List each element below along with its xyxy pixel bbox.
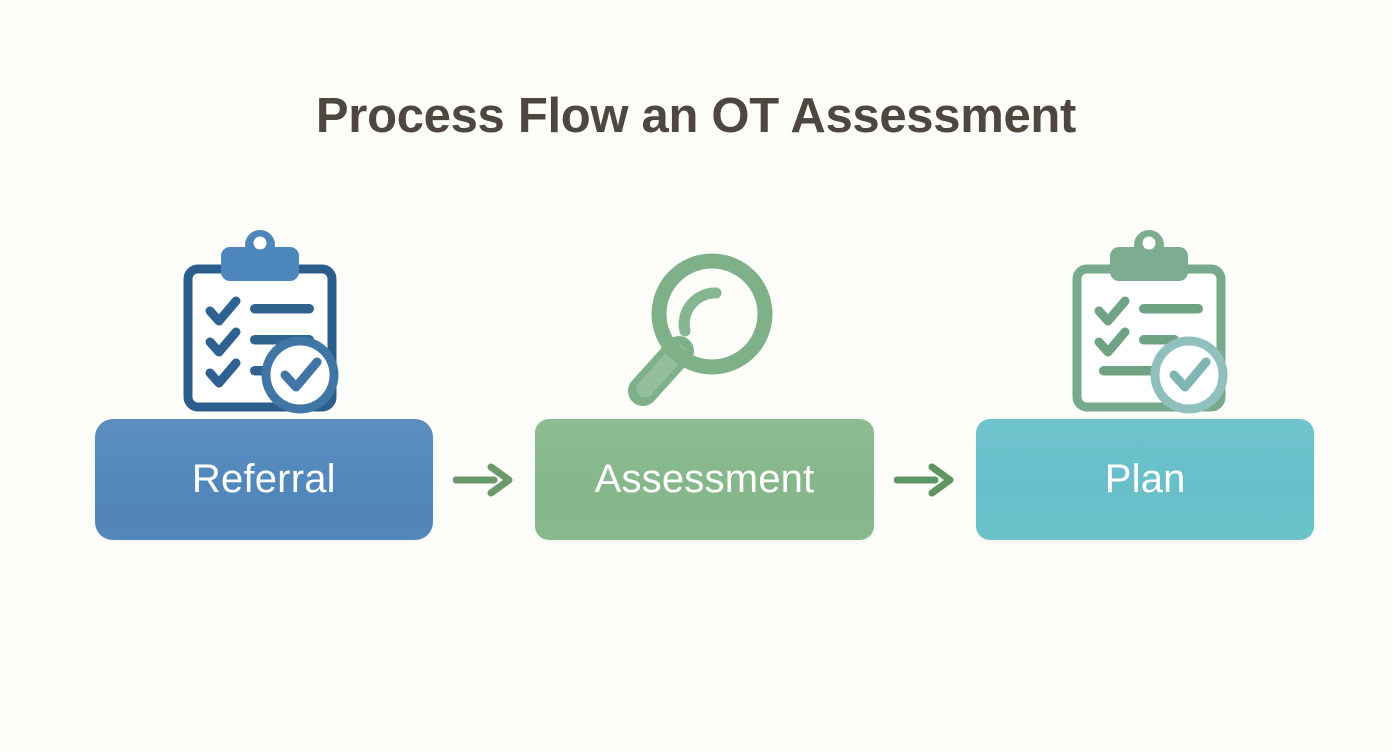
magnifying-glass-icon (627, 253, 772, 406)
flow-step-assessment[interactable]: Assessment (534, 215, 875, 540)
connector-assessment-to-plan (874, 419, 976, 540)
flow-step-plan[interactable]: Plan (976, 215, 1315, 540)
page-title: Process Flow an OT Assessment (315, 89, 1077, 143)
arrow-right-icon (894, 463, 954, 496)
clipboard-check-icon-green-wrap (976, 217, 1314, 419)
clipboard-check-icon (1072, 230, 1228, 414)
arrow-right-icon (452, 463, 513, 496)
connector-referral-to-assessment (433, 419, 535, 540)
flow-node-assessment[interactable]: Assessment (534, 419, 875, 540)
flow-step-referral[interactable]: Referral (95, 215, 433, 540)
clipboard-check-icon-blue-wrap (95, 217, 433, 419)
magnifying-glass-icon-wrap (535, 217, 875, 419)
flow-node-plan[interactable]: Plan (976, 419, 1315, 540)
process-flow: Referral Assessment (95, 215, 1315, 540)
clipboard-check-icon (183, 230, 339, 414)
flow-node-referral[interactable]: Referral (95, 419, 433, 540)
